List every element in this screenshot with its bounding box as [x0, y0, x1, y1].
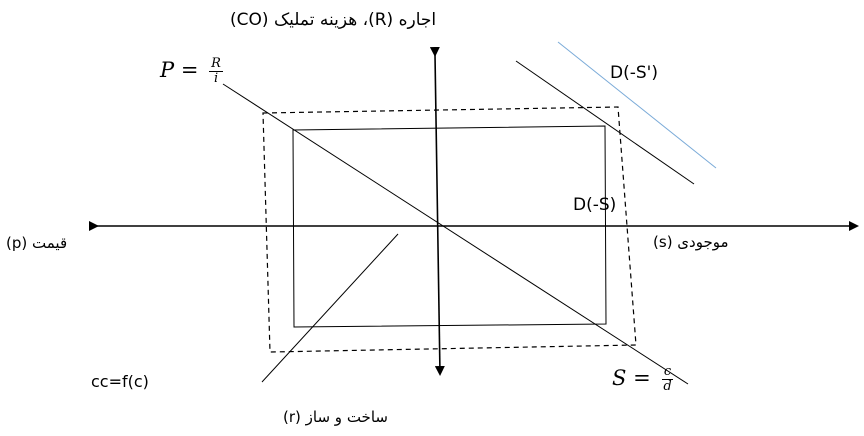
- construction-line: [261, 233, 399, 383]
- vertical-axis: [429, 46, 445, 376]
- price-fraction-denominator: i: [213, 71, 219, 86]
- price-fraction-numerator: R: [209, 56, 223, 72]
- stock-equation: S = c d: [612, 365, 674, 394]
- stock-equation-equals: =: [633, 366, 651, 390]
- bottom-axis-label: ساخت و ساز (r): [283, 408, 388, 426]
- stock-equation-lhs: S: [612, 366, 627, 390]
- cc-label: cc=f(c): [91, 372, 149, 391]
- shifted-demand-line: [557, 41, 717, 169]
- price-equation-lhs: P: [160, 58, 175, 82]
- demand-line: [515, 60, 695, 185]
- price-equation: P = R i: [160, 57, 223, 86]
- stock-fraction: c d: [661, 364, 674, 394]
- solid-rectangle: [292, 125, 607, 328]
- x-axis-right-label: موجودی (s): [653, 233, 729, 251]
- shifted-demand-label: D(-S'): [610, 63, 658, 83]
- price-fraction: R i: [209, 57, 223, 86]
- stock-fraction-denominator: d: [663, 379, 672, 394]
- dashed-rectangle: [262, 106, 637, 353]
- x-axis-left-label: قیمت (p): [6, 234, 68, 252]
- stock-fraction-numerator: c: [661, 364, 674, 380]
- price-equation-equals: =: [180, 58, 199, 82]
- y-axis-label: اجاره (R)، هزینه تملیک (CO): [230, 10, 437, 30]
- demand-label: D(-S): [573, 195, 617, 215]
- diagonal-line: [222, 83, 689, 385]
